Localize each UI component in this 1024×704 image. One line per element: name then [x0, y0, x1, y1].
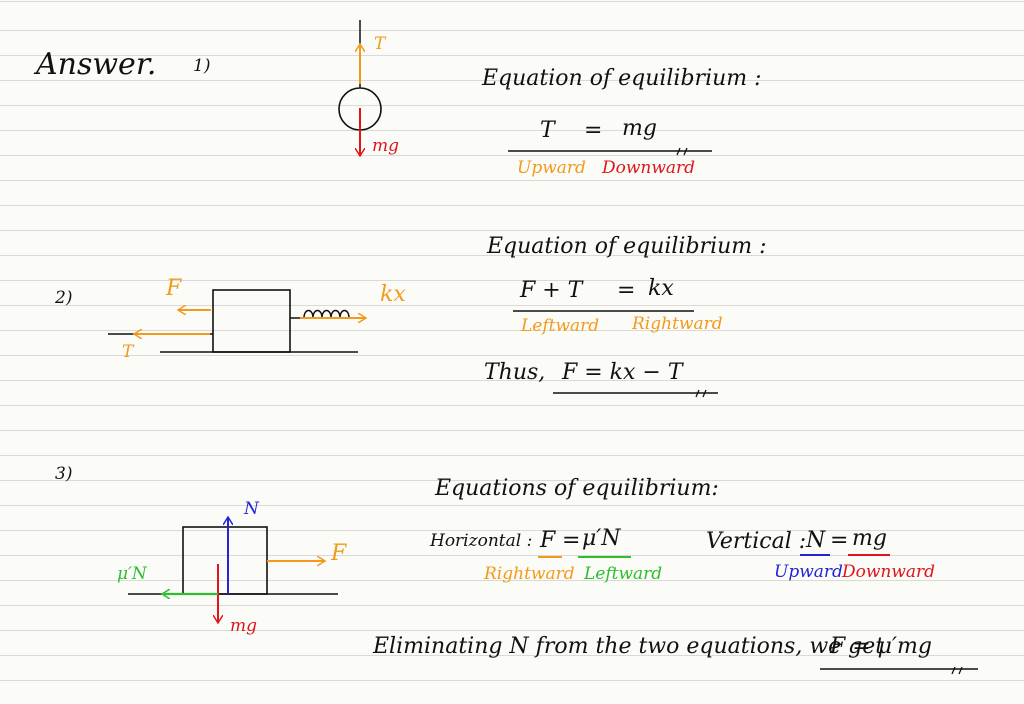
p2-equals: = [617, 278, 636, 303]
p3-v-rhs-note: Downward [842, 562, 936, 582]
p1-weight-label: mg [372, 136, 400, 156]
problem-1-number: 1) [193, 56, 211, 76]
p2-end-mark [695, 389, 707, 398]
p2-result-prefix: Thus, [484, 360, 546, 385]
p3-v-label: Vertical : [706, 529, 807, 554]
p3-friction-label: μ′N [117, 564, 147, 584]
p1-heading: Equation of equilibrium : [482, 66, 762, 91]
p3-heading: Equations of equilibrium: [435, 476, 719, 501]
p3-h-label: Horizontal : [430, 531, 533, 551]
p3-h-rhs: μ′N [582, 526, 621, 551]
p2-spring-label: kx [380, 282, 406, 307]
p3-h-lhs: F [540, 528, 556, 553]
p2-block [212, 289, 291, 353]
p2-lhs: F + T [520, 278, 583, 303]
p3-force-label: F [331, 541, 347, 566]
p1-end-mark [676, 147, 688, 156]
p1-lhs-note: Upward [517, 158, 586, 178]
p3-normal-label: N [244, 499, 259, 519]
p2-force-label: F [166, 276, 182, 301]
p3-v-lhs: N [806, 528, 826, 553]
p3-v-lhs-note: Upward [774, 562, 843, 582]
p3-conclusion-result: F = μ′mg [830, 634, 932, 659]
p1-hanging-ball-diagram [338, 20, 382, 156]
p1-rhs-note: Downward [602, 158, 696, 178]
problem-2-number: 2) [55, 288, 73, 308]
answer-title: Answer. [36, 47, 157, 82]
p2-lhs-note: Leftward [521, 316, 600, 336]
p3-v-equals: = [830, 528, 849, 553]
p2-rhs: kx [648, 276, 674, 301]
p1-equals: = [584, 118, 603, 143]
p2-spring [290, 309, 360, 319]
equation-underlines [508, 147, 978, 675]
p2-tension-label: T [122, 342, 134, 362]
p1-rhs: mg [622, 116, 657, 141]
p2-block-spring-diagram [108, 289, 366, 353]
p1-tension-label: T [374, 34, 386, 54]
p3-h-equals: = [562, 528, 581, 553]
p2-rhs-note: Rightward [632, 314, 723, 334]
p3-h-lhs-note: Rightward [484, 564, 575, 584]
problem-3-number: 3) [55, 464, 73, 484]
p3-block [182, 526, 268, 595]
p3-weight-label: mg [230, 616, 258, 636]
p2-heading: Equation of equilibrium : [487, 234, 767, 259]
p3-conclusion-prefix: Eliminating N from the two equations, we… [373, 634, 885, 659]
p3-end-mark [951, 666, 963, 675]
p3-h-rhs-note: Leftward [584, 564, 663, 584]
p3-block-friction-diagram [128, 517, 338, 623]
p2-result: F = kx − T [562, 360, 683, 385]
p3-v-rhs: mg [852, 526, 887, 551]
p1-lhs: T [540, 118, 555, 143]
